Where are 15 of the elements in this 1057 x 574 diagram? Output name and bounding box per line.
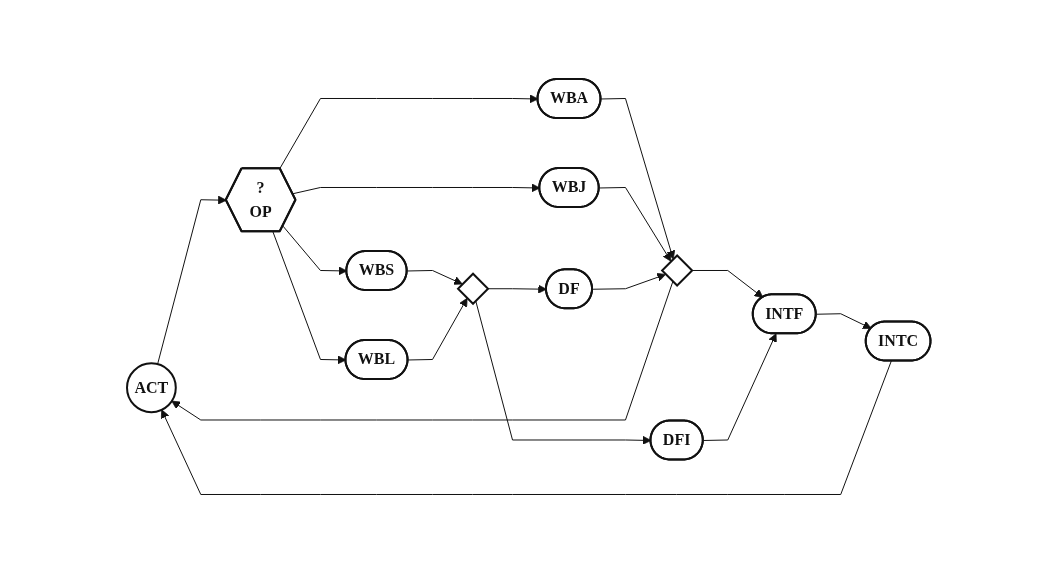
arrow	[702, 333, 777, 442]
node-diamond	[456, 272, 490, 306]
arrow	[406, 270, 463, 285]
arrow	[156, 195, 227, 365]
arrow	[407, 298, 468, 361]
arrow	[598, 187, 672, 262]
arrow	[171, 281, 674, 421]
arrow	[291, 183, 540, 195]
node-circle: ACT	[125, 362, 177, 414]
arrow	[600, 98, 675, 260]
node-diamond	[660, 254, 694, 288]
arrow	[815, 313, 872, 330]
arrow	[282, 225, 347, 276]
arrow	[591, 273, 666, 290]
arrow	[160, 360, 892, 496]
